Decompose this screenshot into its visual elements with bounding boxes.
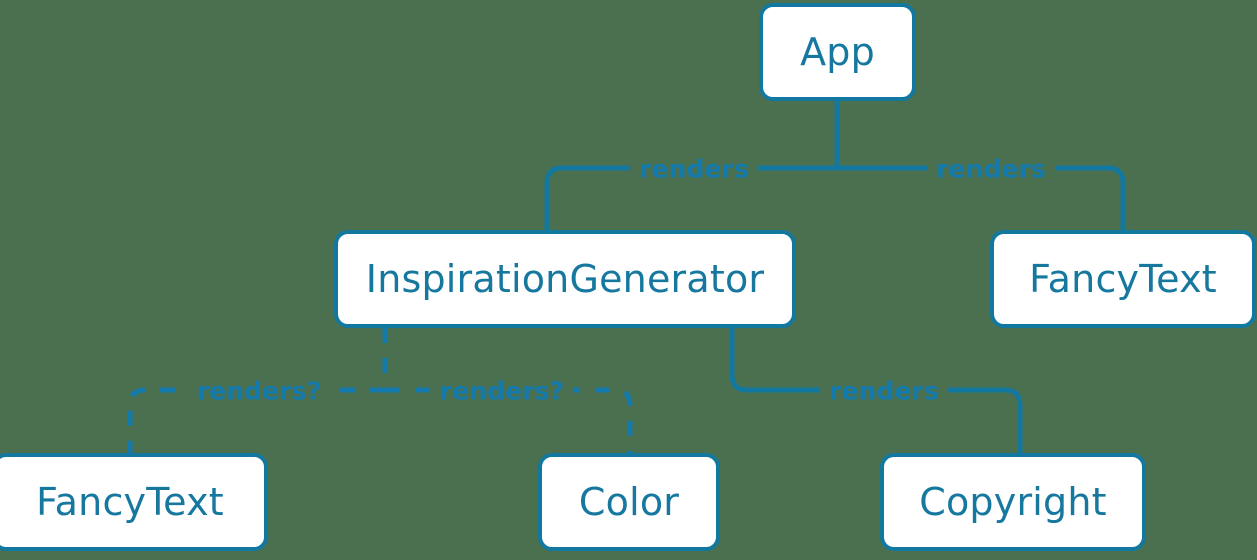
edge-label-inspiration-to-color: renders? xyxy=(430,376,574,406)
node-fancytext-right-label: FancyText xyxy=(1029,257,1217,301)
edge-app-to-fancytext-right xyxy=(837,165,1126,230)
node-copyright-label: Copyright xyxy=(919,480,1107,524)
node-copyright[interactable]: Copyright xyxy=(880,453,1146,551)
edge-label-app-to-fancytext-right: renders xyxy=(927,154,1055,184)
node-app[interactable]: App xyxy=(759,3,916,101)
edge-label-inspiration-to-copyright: renders xyxy=(820,376,948,406)
edge-label-app-to-inspiration: renders xyxy=(630,154,758,184)
node-fancytext-right[interactable]: FancyText xyxy=(990,230,1256,328)
node-color-label: Color xyxy=(578,480,680,524)
edge-inspiration-to-fancytext-bottom xyxy=(127,387,385,453)
node-app-label: App xyxy=(800,30,875,74)
node-inspiration-generator-label: InspirationGenerator xyxy=(365,257,765,301)
edge-app-to-inspiration xyxy=(544,165,837,230)
node-fancytext-bottom[interactable]: FancyText xyxy=(0,453,268,551)
edge-label-inspiration-to-fancytext-bottom: renders? xyxy=(187,376,331,406)
node-inspiration-generator[interactable]: InspirationGenerator xyxy=(334,230,796,328)
node-color[interactable]: Color xyxy=(538,453,720,551)
node-fancytext-bottom-label: FancyText xyxy=(36,480,224,524)
edge-inspiration-to-color xyxy=(385,387,633,453)
